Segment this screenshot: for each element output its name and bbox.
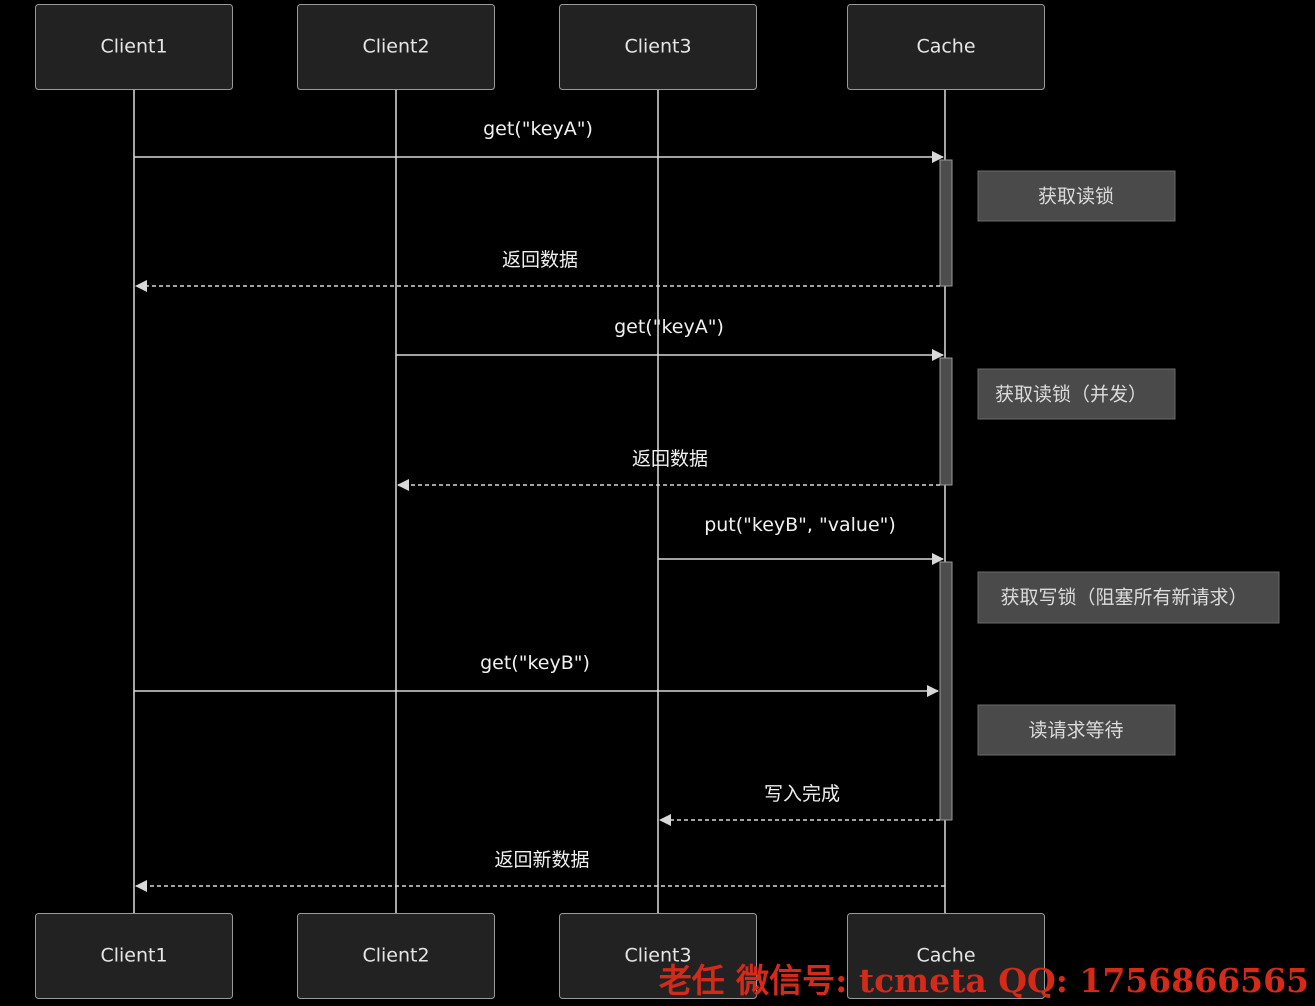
actor-label: Client2 [362,36,429,58]
message-label: get("keyB") [480,652,590,674]
actor-client3-bottom: Client3 [559,913,757,999]
actor-label: Cache [916,36,975,58]
message-label: 返回新数据 [494,849,589,871]
activation-bar [939,561,953,821]
actor-label: Cache [916,945,975,967]
actor-label: Client3 [624,36,691,58]
note-text: 获取读锁（并发） [995,384,1147,406]
activation-bar [939,357,953,486]
message-label: 写入完成 [764,783,840,805]
actor-label: Client2 [362,945,429,967]
message-label: put("keyB", "value") [704,514,896,536]
note-box [977,170,1176,222]
actor-client3-top: Client3 [559,4,757,90]
actor-client1-top: Client1 [35,4,233,90]
message-label: 返回数据 [502,249,578,271]
activation-bar [939,159,953,287]
actor-label: Client1 [100,36,167,58]
note-box [977,704,1176,756]
note-text: 读请求等待 [1028,720,1123,742]
actor-label: Client3 [624,945,691,967]
actor-cache-bottom: Cache [847,913,1045,999]
message-label: get("keyA") [483,118,593,140]
note-box [977,571,1280,624]
message-label: get("keyA") [614,316,724,338]
note-text: 获取读锁 [1038,186,1114,208]
note-box [977,368,1176,420]
message-label: 返回数据 [632,448,708,470]
actor-client1-bottom: Client1 [35,913,233,999]
actor-client2-bottom: Client2 [297,913,495,999]
watermark-text: 老任 微信号: tcmeta QQ: 1756866565 [658,961,1309,1000]
actor-cache-top: Cache [847,4,1045,90]
note-text: 获取写锁（阻塞所有新请求） [1000,587,1247,609]
actor-label: Client1 [100,945,167,967]
actor-client2-top: Client2 [297,4,495,90]
